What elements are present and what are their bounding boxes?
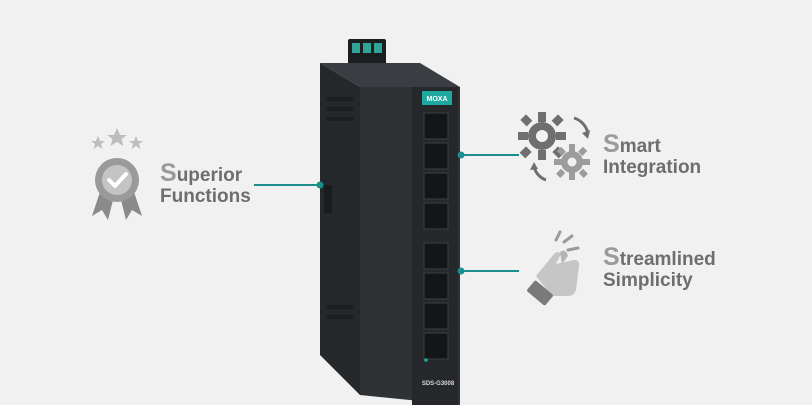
connector-smart <box>457 151 519 159</box>
feature-initial: S <box>160 159 177 187</box>
industrial-switch-device: MOXA SDS-G3008 <box>320 39 460 405</box>
feature-title-line1: Superior <box>160 160 251 187</box>
feature-title-rest: mart <box>619 136 661 157</box>
feature-initial: S <box>603 130 620 158</box>
feature-superior-functions: Superior Functions <box>160 160 251 208</box>
finger-snap-icon <box>527 230 580 306</box>
feature-title-line1: Streamlined <box>603 244 716 271</box>
device-model-label: SDS-G3008 <box>422 381 455 387</box>
connector-superior <box>254 181 324 189</box>
feature-title-rest: treamlined <box>619 249 716 270</box>
feature-title-line2: Functions <box>160 186 251 207</box>
feature-title-line2: Integration <box>603 157 702 178</box>
gears-icon <box>518 112 590 182</box>
feature-smart-integration: Smart Integration <box>603 131 701 179</box>
feature-initial: S <box>603 243 620 271</box>
connector-streamlined <box>457 267 519 275</box>
feature-title-line1: Smart <box>603 131 701 158</box>
feature-title-rest: uperior <box>176 165 243 186</box>
award-badge-icon <box>91 128 143 220</box>
device-brand-label: MOXA <box>427 96 448 103</box>
feature-streamlined-simplicity: Streamlined Simplicity <box>603 244 716 292</box>
feature-title-line2: Simplicity <box>603 270 693 291</box>
